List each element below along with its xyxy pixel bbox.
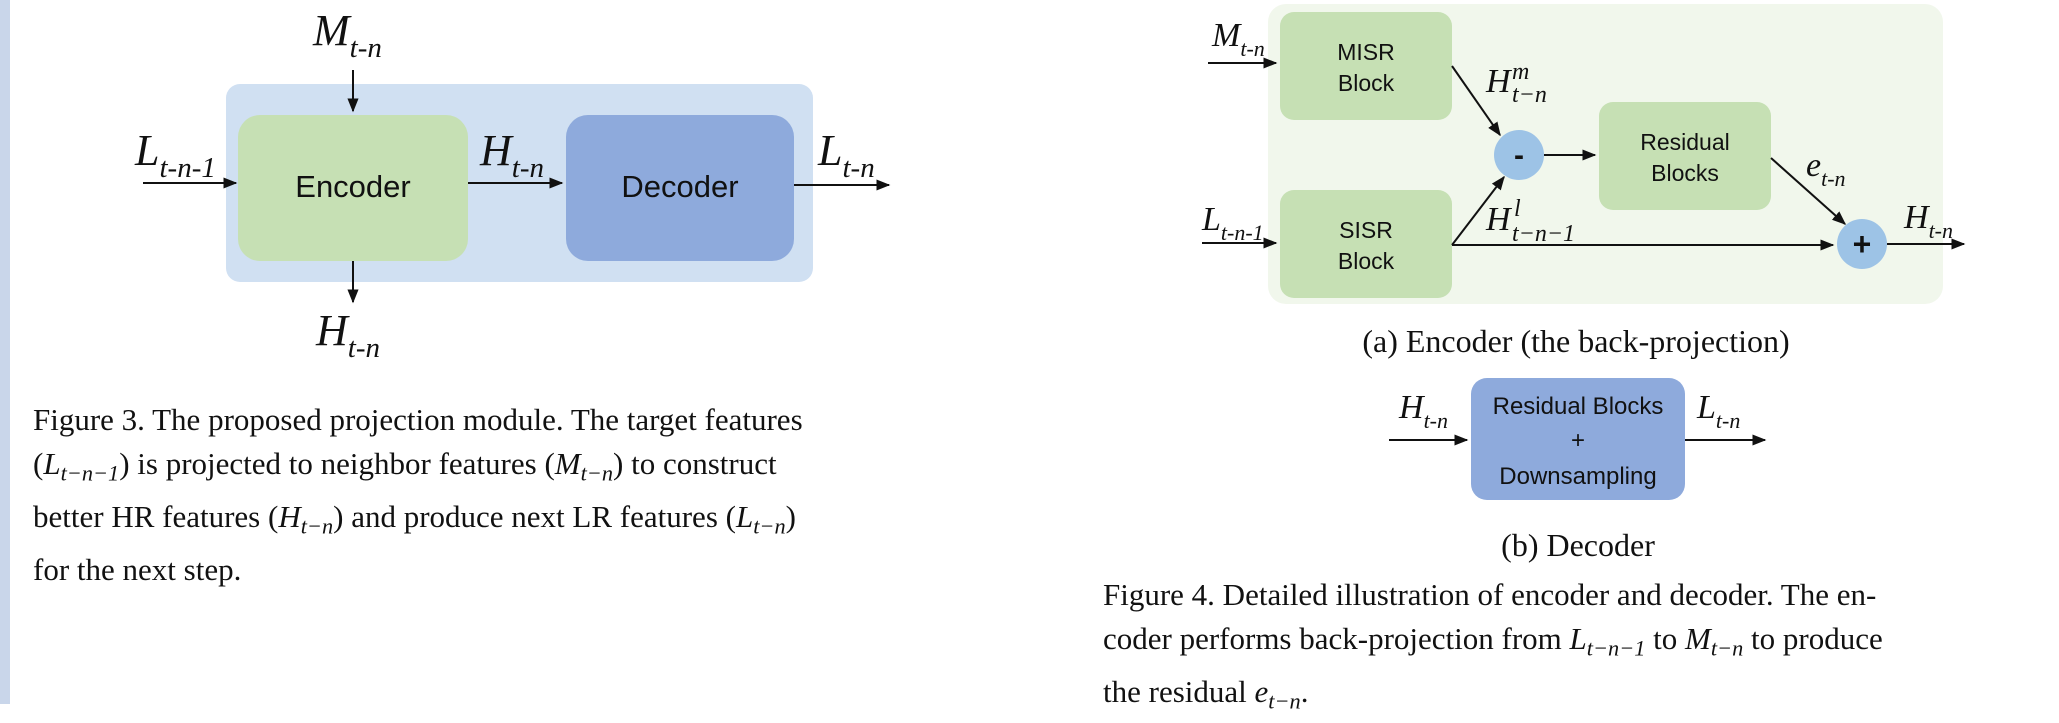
subtract-symbol: - (1514, 139, 1524, 172)
decoder-label: Decoder (621, 169, 738, 204)
fig3-caption-line1: Figure 3. The proposed projection module… (33, 402, 803, 437)
figures-canvas: Encoder Decoder Mt-n Lt-n-1 Ht-n Lt-n Ht… (134, 4, 1966, 563)
label-h-m-sub: t−n (1512, 82, 1547, 108)
sisr-label-line2: Block (1338, 248, 1395, 274)
sisr-block (1280, 190, 1452, 298)
label-e: et-n (1806, 147, 1846, 191)
add-node (1837, 219, 1887, 269)
residual-blocks-box (1599, 102, 1771, 210)
residual-label-line1: Residual (1640, 129, 1730, 155)
misr-label-line1: MISR (1337, 39, 1395, 65)
fig4-caption-line2: coder performs back-projection from Lt−n… (1103, 620, 1883, 661)
subtract-node (1494, 130, 1544, 180)
label-h-mid: Ht-n (479, 126, 544, 184)
label-h-m: H (1485, 63, 1513, 100)
decoder-detail-line2: + (1571, 427, 1585, 454)
label-l-output: Lt-n (817, 126, 875, 184)
arrow-misr-to-subtract (1451, 65, 1501, 137)
decoder-box (566, 115, 794, 261)
sisr-label-line1: SISR (1339, 217, 1393, 243)
label-l-input: Lt-n-1 (134, 126, 216, 184)
decoder-detail-line1: Residual Blocks (1493, 393, 1664, 420)
decoder-detail-line3: Downsampling (1499, 463, 1656, 490)
label-m-input-4a: Mt-n (1211, 17, 1265, 61)
figure-4b-diagram: Residual Blocks + Downsampling Ht-n Lt-n… (1389, 378, 1767, 563)
fig3-caption-line4: for the next step. (33, 551, 242, 587)
fig3-caption-line2: (Lt−n−1) is projected to neighbor featur… (33, 445, 777, 486)
label-h-input-4b: Ht-n (1398, 389, 1448, 433)
label-h-m-sup: m (1512, 59, 1529, 85)
label-h-l: H (1485, 201, 1513, 238)
figure-3-caption: Figure 3. The proposed projection module… (33, 398, 977, 591)
figure-4a-diagram: MISR Block SISR Block Residual Blocks - … (1201, 4, 1966, 359)
add-symbol: + (1853, 226, 1872, 262)
subcaption-b: (b) Decoder (1501, 527, 1655, 563)
decoder-detail-box (1471, 378, 1685, 500)
left-margin-bar (0, 0, 10, 704)
misr-label-line2: Block (1338, 70, 1395, 96)
label-h-output: Ht-n (315, 306, 380, 364)
label-l-input-4a: Lt-n-1 (1201, 201, 1264, 245)
arrow-sisr-to-subtract (1451, 175, 1505, 246)
figure-3-diagram: Encoder Decoder Mt-n Lt-n-1 Ht-n Lt-n Ht… (134, 6, 891, 364)
label-h-l-sup: l (1514, 196, 1521, 222)
residual-label-line2: Blocks (1651, 160, 1719, 186)
encoder-box (238, 115, 468, 261)
fig3-caption-line3: better HR features (Ht−n) and produce ne… (33, 498, 796, 539)
arrow-residual-to-add (1770, 157, 1847, 225)
encoder-label: Encoder (295, 169, 410, 204)
label-h-output-4a: Ht-n (1903, 199, 1953, 243)
subcaption-a: (a) Encoder (the back-projection) (1362, 323, 1789, 359)
figure-4-caption: Figure 4. Detailed illustration of encod… (1103, 573, 2048, 723)
label-l-output-4b: Lt-n (1696, 389, 1740, 433)
fig4-caption-line3: the residual et−n. (1103, 673, 1309, 714)
label-h-l-sub: t−n−1 (1512, 221, 1575, 247)
misr-block (1280, 12, 1452, 120)
fig4-caption-line1: Figure 4. Detailed illustration of encod… (1103, 577, 1877, 612)
label-m-input: Mt-n (312, 6, 382, 64)
